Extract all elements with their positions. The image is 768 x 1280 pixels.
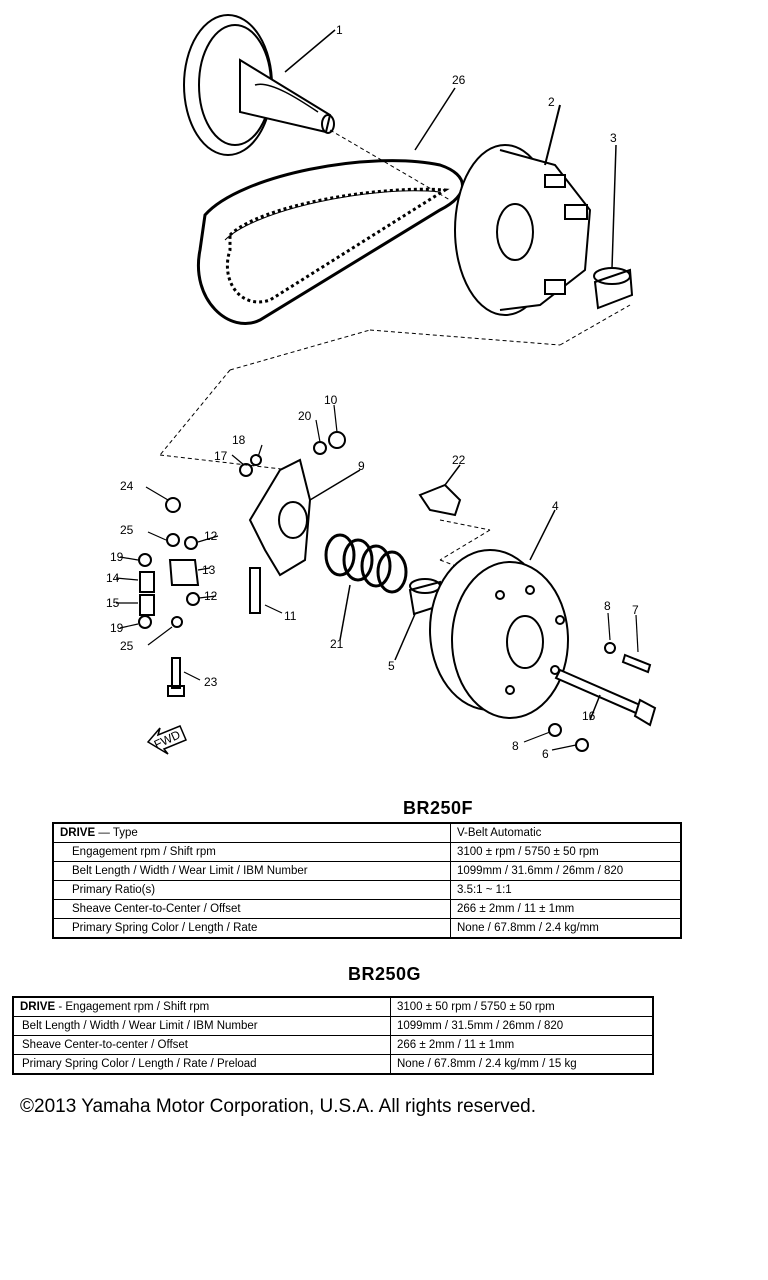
callout-2: 2: [548, 95, 555, 109]
table2-title: BR250G: [348, 964, 422, 984]
part-3-bushing: [593, 144, 634, 310]
callout-14: 14: [106, 571, 120, 585]
callout-16: 16: [582, 709, 596, 723]
row-value: V-Belt Automatic: [450, 822, 682, 843]
callout-3: 3: [610, 131, 617, 145]
callout-19: 19: [110, 550, 124, 564]
callout-25: 25: [120, 523, 134, 537]
table-row: DRIVE - Engagement rpm / Shift rpm 3100 …: [12, 996, 654, 1017]
row-label-bold: DRIVE: [20, 1001, 56, 1013]
callout-10: 10: [324, 393, 338, 407]
copyright-notice: ©2013 Yamaha Motor Corporation, U.S.A. A…: [20, 1096, 536, 1117]
part-4-cover: [429, 509, 569, 719]
table1-title: BR250F: [403, 798, 474, 818]
callout-9: 9: [358, 459, 365, 473]
callout-numbers: 1 26 2 3 10 20 18 9 17 22 24 25 12 19 13…: [106, 23, 639, 761]
spec-table-br250f: DRIVE — Type V-Belt Automatic Engagement…: [52, 822, 682, 939]
callout-21: 21: [330, 637, 344, 651]
callout-19: 19: [110, 621, 124, 635]
callout-13: 13: [202, 563, 216, 577]
table-row: Belt Length / Width / Wear Limit / IBM N…: [12, 1016, 654, 1036]
row-value: 266 ± 2mm / 11 ± 1mm: [450, 899, 682, 919]
row-label: Primary Spring Color / Length / Rate: [52, 918, 451, 939]
row-label: — Type: [95, 827, 138, 839]
callout-23: 23: [204, 675, 218, 689]
callout-5: 5: [388, 659, 395, 673]
row-value: 1099mm / 31.5mm / 26mm / 820: [390, 1016, 654, 1036]
callout-8: 8: [512, 739, 519, 753]
part-1-fixed-sheave: [183, 14, 336, 156]
row-value: 1099mm / 31.6mm / 26mm / 820: [450, 861, 682, 881]
callout-22: 22: [452, 453, 466, 467]
row-value: 3100 ± rpm / 5750 ± 50 rpm: [450, 842, 682, 862]
table-row: Primary Spring Color / Length / Rate Non…: [52, 918, 682, 939]
row-label: Primary Spring Color / Length / Rate / P…: [12, 1054, 391, 1075]
table-row: Belt Length / Width / Wear Limit / IBM N…: [52, 861, 682, 881]
row-label: Sheave Center-to-center / Offset: [12, 1035, 391, 1055]
callout-6: 6: [542, 747, 549, 761]
row-label: Belt Length / Width / Wear Limit / IBM N…: [52, 861, 451, 881]
callout-1: 1: [336, 23, 343, 37]
row-label: Sheave Center-to-Center / Offset: [52, 899, 451, 919]
table-row: DRIVE — Type V-Belt Automatic: [52, 822, 682, 843]
part-9-spider: [248, 458, 361, 577]
row-value: None / 67.8mm / 2.4 kg/mm: [450, 918, 682, 939]
part-21-spring: [324, 533, 408, 641]
table-row: Sheave Center-to-Center / Offset 266 ± 2…: [52, 899, 682, 919]
part-2-movable-sheave: [454, 104, 592, 316]
table-row: Sheave Center-to-center / Offset 266 ± 2…: [12, 1035, 654, 1055]
part-26-drive-belt: [197, 87, 464, 325]
callout-12: 12: [204, 529, 218, 543]
row-value: 3.5:1 ~ 1:1: [450, 880, 682, 900]
row-label-bold: DRIVE: [60, 827, 96, 839]
row-label: Engagement rpm / Shift rpm: [52, 842, 451, 862]
part-16-bolt: [554, 668, 657, 727]
row-label: - Engagement rpm / Shift rpm: [55, 1001, 210, 1013]
table-row: Primary Spring Color / Length / Rate / P…: [12, 1054, 654, 1075]
callout-leaders: [115, 404, 639, 751]
spec-table-br250g: DRIVE - Engagement rpm / Shift rpm 3100 …: [12, 996, 654, 1075]
callout-26: 26: [452, 73, 466, 87]
table-row: Primary Ratio(s) 3.5:1 ~ 1:1: [52, 880, 682, 900]
callout-7: 7: [632, 603, 639, 617]
callout-17: 17: [214, 449, 228, 463]
callout-25: 25: [120, 639, 134, 653]
part-22-bracket: [418, 464, 462, 517]
callout-20: 20: [298, 409, 312, 423]
row-label: Belt Length / Width / Wear Limit / IBM N…: [12, 1016, 391, 1036]
fwd-arrow-icon: [146, 725, 187, 755]
row-value: None / 67.8mm / 2.4 kg/mm / 15 kg: [390, 1054, 654, 1075]
exploded-parts-diagram: 1 26 2 3 10 20 18 9 17 22 24 25 12 19 13…: [106, 14, 657, 761]
callout-8: 8: [604, 599, 611, 613]
row-label: Primary Ratio(s): [52, 880, 451, 900]
callout-12: 12: [204, 589, 218, 603]
callout-11: 11: [284, 609, 297, 623]
row-value: 3100 ± 50 rpm / 5750 ± 50 rpm: [390, 996, 654, 1017]
table-row: Engagement rpm / Shift rpm 3100 ± rpm / …: [52, 842, 682, 862]
callout-24: 24: [120, 479, 134, 493]
callout-18: 18: [232, 433, 246, 447]
callout-15: 15: [106, 596, 120, 610]
callout-4: 4: [552, 499, 559, 513]
row-value: 266 ± 2mm / 11 ± 1mm: [390, 1035, 654, 1055]
small-hardware-parts: [138, 431, 652, 752]
assembly-guide-lines: [159, 129, 631, 576]
